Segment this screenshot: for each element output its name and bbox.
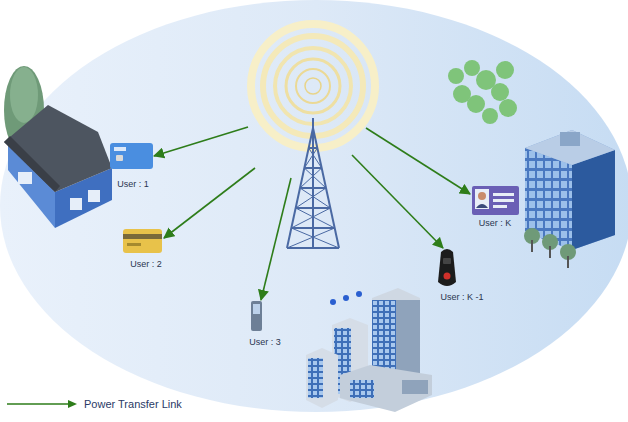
user-label-text: User : K [477, 218, 514, 229]
user-label: User : 1 [115, 179, 151, 190]
office-building [524, 130, 615, 268]
key-fob [438, 249, 456, 286]
legend: Power Transfer Link [6, 398, 182, 410]
transmission-tower [287, 118, 339, 248]
power-link [164, 168, 255, 238]
city-buildings [306, 288, 432, 412]
legend-text: Power Transfer Link [84, 398, 182, 410]
power-links [154, 127, 470, 300]
user-label-text: User : 3 [247, 337, 283, 348]
user-label: User : 3 [247, 337, 283, 348]
coverage-area [0, 0, 628, 412]
tree-cluster [448, 60, 517, 124]
power-link [154, 127, 248, 156]
user-label-text: User : 2 [128, 259, 164, 270]
user-label-text: User : K -1 [438, 292, 485, 303]
user-label: User : 2 [128, 259, 164, 270]
power-link [261, 178, 291, 300]
bank-card [123, 229, 162, 253]
user-label: User : K [477, 218, 514, 229]
id-card [472, 186, 519, 215]
signal-rings [251, 24, 375, 148]
legend-swatch [6, 398, 78, 410]
user-label-text: User : 1 [115, 179, 151, 190]
mobile-phone [251, 301, 262, 331]
power-link [366, 128, 470, 194]
user-label: User : K -1 [438, 292, 485, 303]
house [4, 105, 112, 228]
smart-card [110, 143, 153, 169]
legend-item: Power Transfer Link [6, 398, 182, 410]
